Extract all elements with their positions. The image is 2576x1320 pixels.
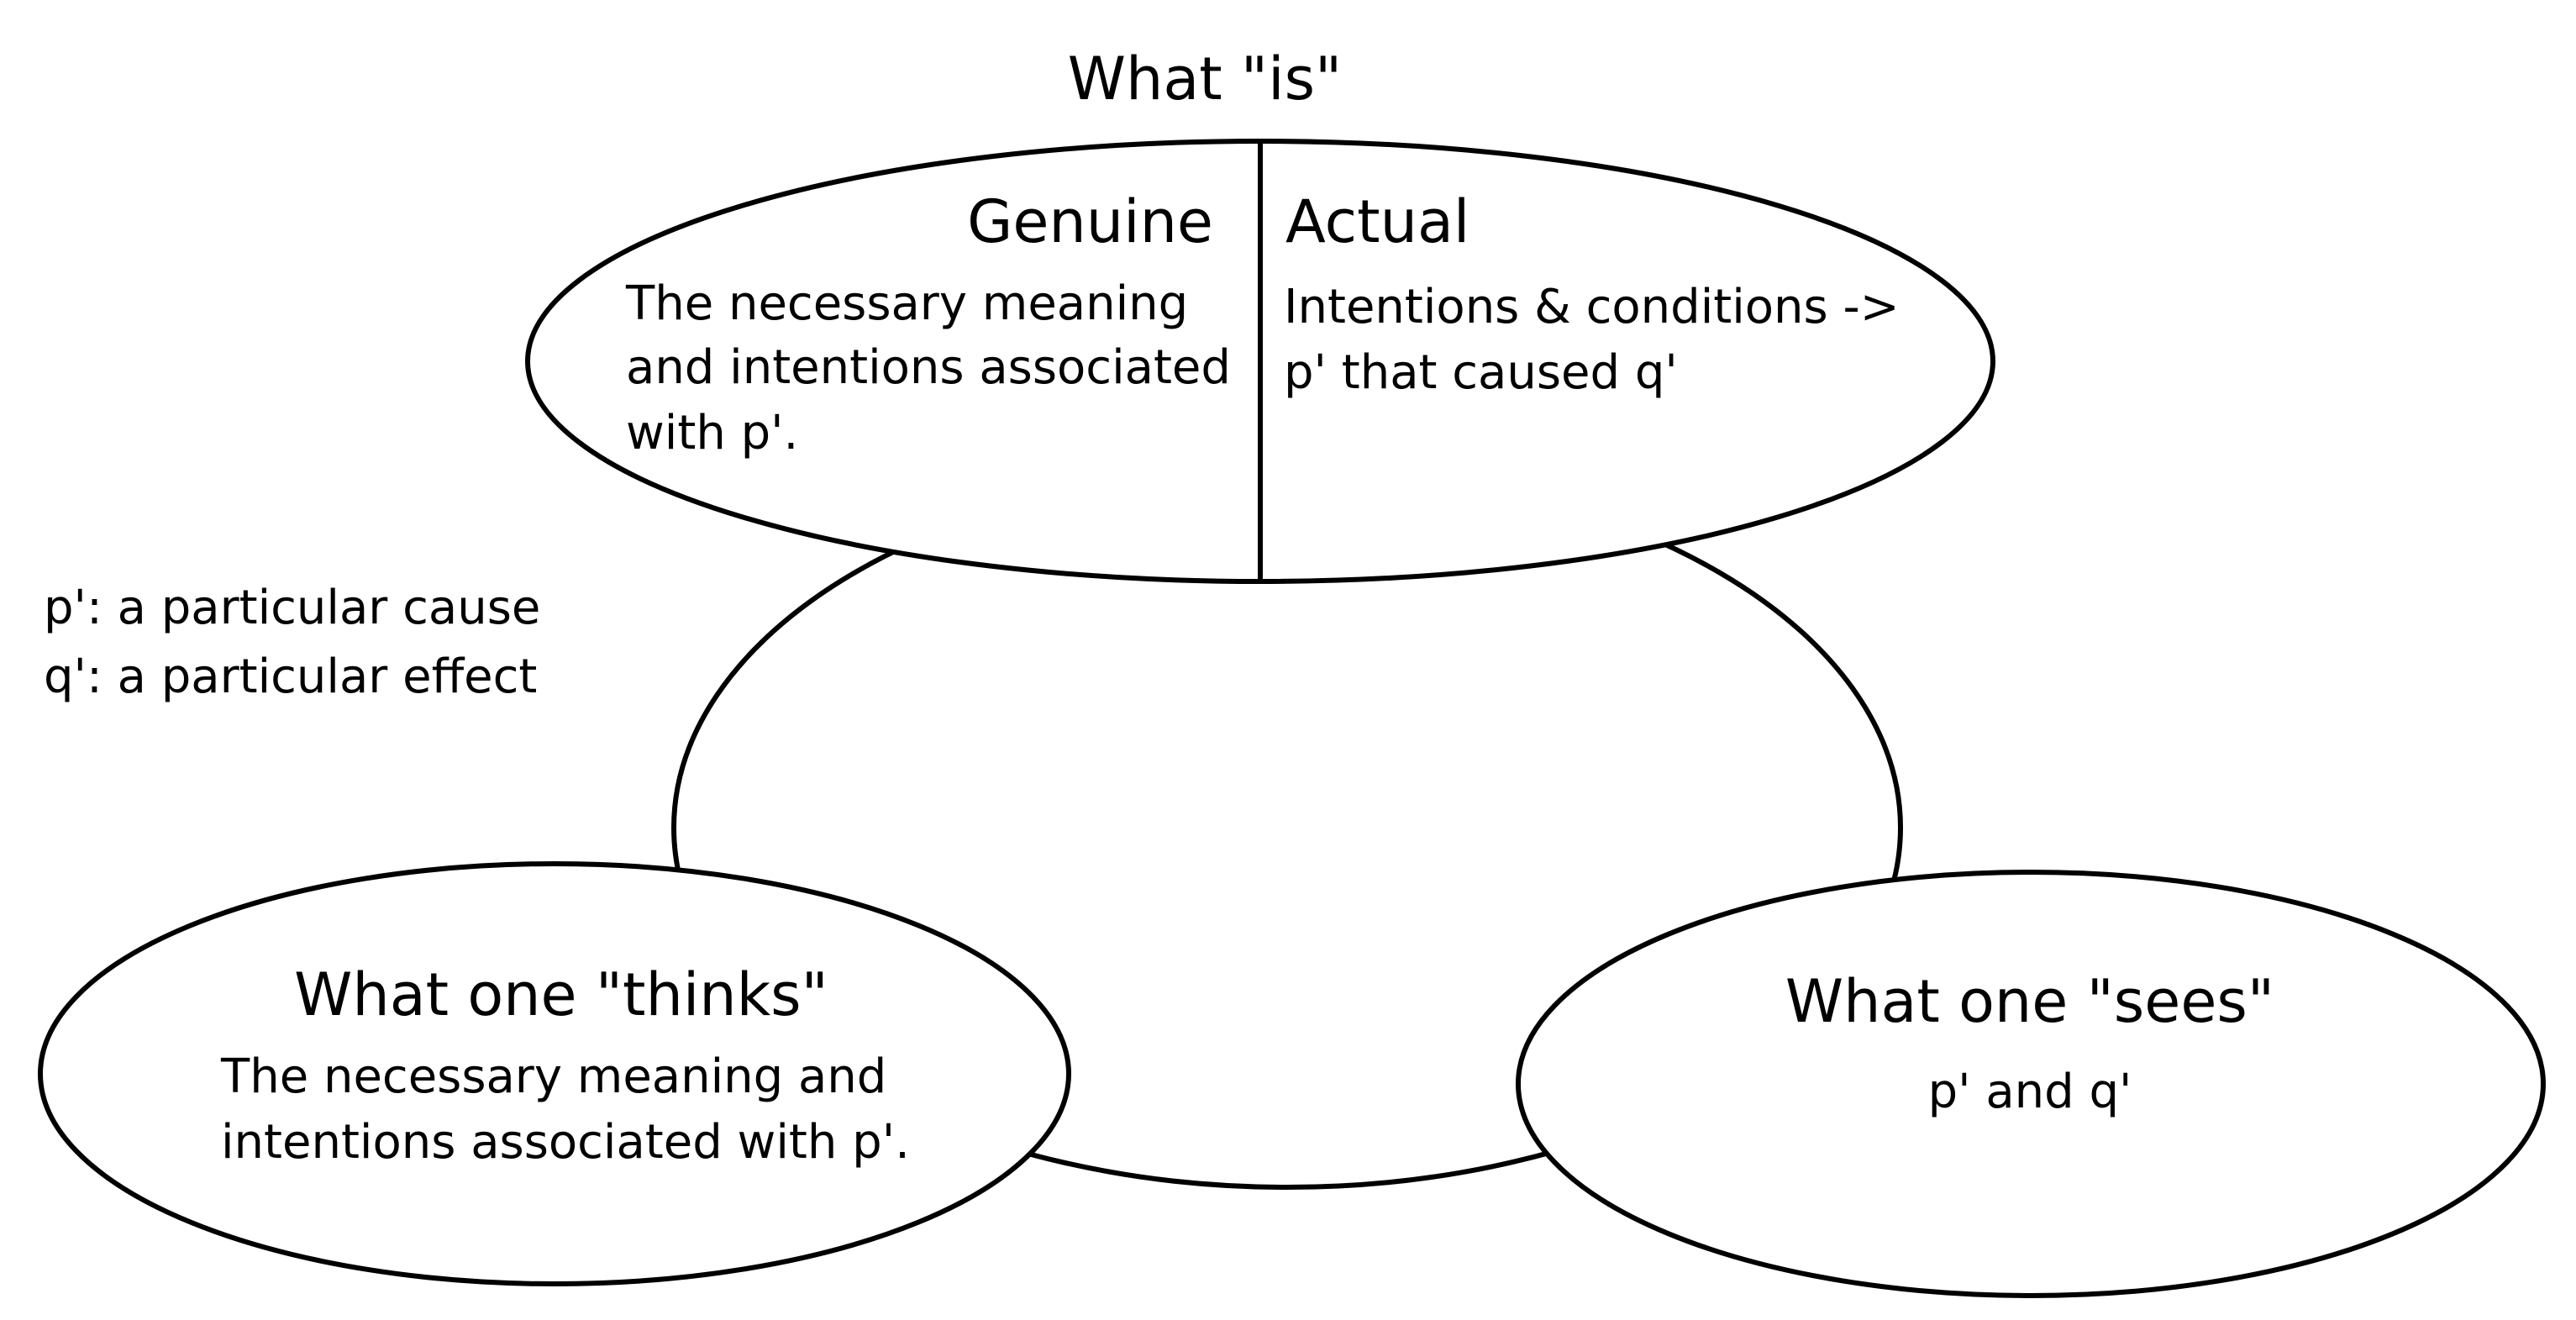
legend-line-p: p': a particular cause	[44, 581, 540, 635]
left-line-1: The necessary meaning and	[220, 1049, 886, 1104]
right-title: What one "sees"	[1785, 967, 2274, 1036]
actual-heading: Actual	[1285, 187, 1469, 256]
left-title: What one "thinks"	[294, 960, 828, 1029]
top-title: What "is"	[1068, 45, 1342, 113]
legend-line-q: q': a particular effect	[44, 649, 537, 704]
genuine-heading: Genuine	[967, 187, 1213, 256]
actual-line-2: p' that caused q'	[1284, 345, 1678, 400]
right-line-1: p' and q'	[1928, 1065, 2132, 1119]
right-ellipse-what-one-sees	[1516, 870, 2546, 1298]
genuine-line-1: The necessary meaning	[625, 276, 1188, 331]
actual-line-1: Intentions & conditions ->	[1284, 280, 1900, 334]
genuine-line-3: with p'.	[626, 406, 798, 460]
genuine-line-2: and intentions associated	[626, 340, 1231, 395]
left-ellipse-what-one-thinks	[38, 861, 1071, 1286]
left-line-2: intentions associated with p'.	[221, 1115, 910, 1170]
